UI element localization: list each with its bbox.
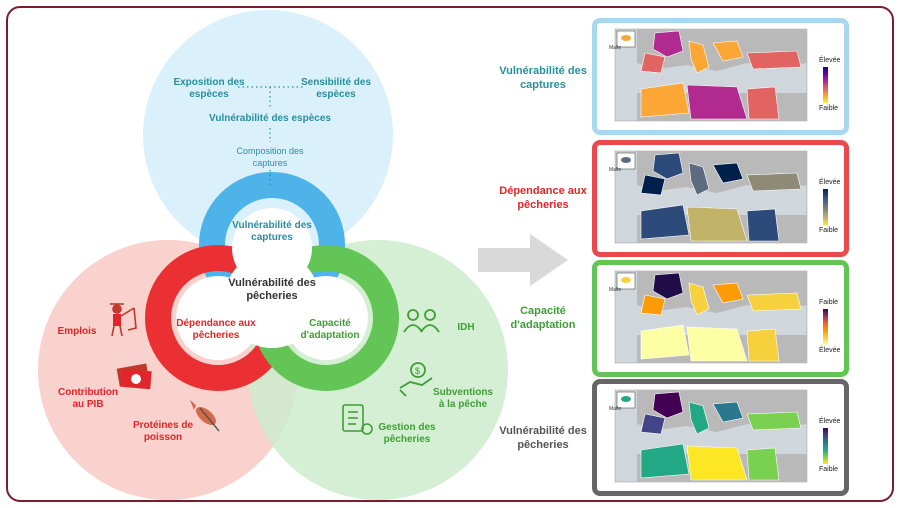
map-label-fisheries-vulnerability: Vulnérabilité des pêcheries [499,425,587,451]
country-region [686,206,748,242]
dependence-label: Dépendance aux pêcheries [176,318,256,341]
country-region [640,174,666,196]
country-region [640,204,690,240]
country-region [652,30,684,58]
inset-label: Malte [609,287,622,293]
catch-vulnerability-label: Vulnérabilité des captures [232,220,312,243]
blue-circle [143,10,393,260]
country-region [746,172,802,192]
country-region [746,447,780,481]
legend-top-label: Faible [819,299,839,306]
country-region [688,162,710,196]
svg-text:$: $ [415,366,420,376]
country-region [640,413,666,435]
malta-shape [621,157,631,163]
map-panel-catch-vulnerability: Malte Élevée Faible [592,18,849,135]
fish-icon [190,400,220,432]
legend-bottom-label: Faible [819,227,839,234]
malta-shape [621,396,631,402]
map-fisheries-vulnerability [614,389,828,483]
legend-top-label: Élevée [819,179,841,186]
country-region [686,445,748,481]
inset-label: Malte [609,406,622,412]
malta-shape [621,35,631,41]
subsidy-icon: $ [399,362,433,397]
map-dependence [614,150,828,244]
map-catch-vulnerability [614,28,828,122]
fish-protein-label: Protéines de poisson [132,420,194,443]
country-region [652,391,684,419]
country-region [688,40,710,74]
country-region [686,84,748,120]
country-region [640,294,666,316]
map-label-catch-vulnerability: Vulnérabilité des captures [499,65,587,91]
country-region [652,272,684,300]
gdp-label: Contribution au PIB [58,387,118,410]
inset-label: Malte [609,45,622,51]
subsidies-label: Subventions à la pêche [432,387,493,410]
legend-colorbar [823,309,828,345]
country-region [746,292,802,312]
right-arrow [478,234,568,286]
country-region [746,50,802,70]
exposure-label: Exposition des espèces [173,77,245,100]
map-label-dependence: Dépendance aux pêcheries [499,185,587,211]
inset-label: Malte [609,167,622,173]
country-region [712,162,744,184]
money-icon [116,363,152,390]
country-region [746,86,780,120]
legend-bottom-label: Faible [819,466,839,473]
outer-frame [6,6,894,502]
catch-composition-label: Composition des captures [236,146,304,168]
country-region [640,52,666,74]
country-region [652,152,684,180]
hdi-label: IDH [457,322,475,333]
sensitivity-label: Sensibilité des espèces [300,77,372,100]
legend-colorbar [823,67,828,103]
adaptive-capacity-label: Capacité d'adaptation [300,318,360,341]
malta-shape [621,277,631,283]
legend-bottom-label: Élevée [819,347,841,354]
country-region [712,282,744,304]
employment-label: Emplois [57,326,97,337]
country-region [688,401,710,435]
country-region [686,326,748,362]
center-label: Vulnérabilité des pêcheries [228,277,316,302]
country-region [688,282,710,316]
center-cloud [176,208,368,360]
country-region [746,411,802,431]
legend-top-label: Élevée [819,418,841,425]
legend-colorbar [823,428,828,464]
map-panel-fisheries-vulnerability: Malte Élevée Faible [592,379,849,496]
country-region [640,82,690,118]
map-adaptive-capacity [614,270,828,364]
people-icon [403,309,440,333]
legend-top-label: Élevée [819,57,841,64]
country-region [640,324,690,360]
map-panel-dependence: Malte Élevée Faible [592,140,849,257]
country-region [746,208,780,242]
map-panel-adaptive-capacity: Malte Faible Élevée [592,260,849,377]
management-label: Gestion des pêcheries [378,422,436,445]
legend-colorbar [823,189,828,225]
country-region [712,40,744,62]
country-region [712,401,744,423]
country-region [746,328,780,362]
map-label-adaptive-capacity: Capacité d'adaptation [510,305,576,331]
species-vulnerability-label: Vulnérabilité des espèces [209,113,331,124]
legend-bottom-label: Faible [819,105,839,112]
checklist-icon [342,404,373,435]
fisherman-icon [110,303,137,337]
country-region [640,443,690,479]
